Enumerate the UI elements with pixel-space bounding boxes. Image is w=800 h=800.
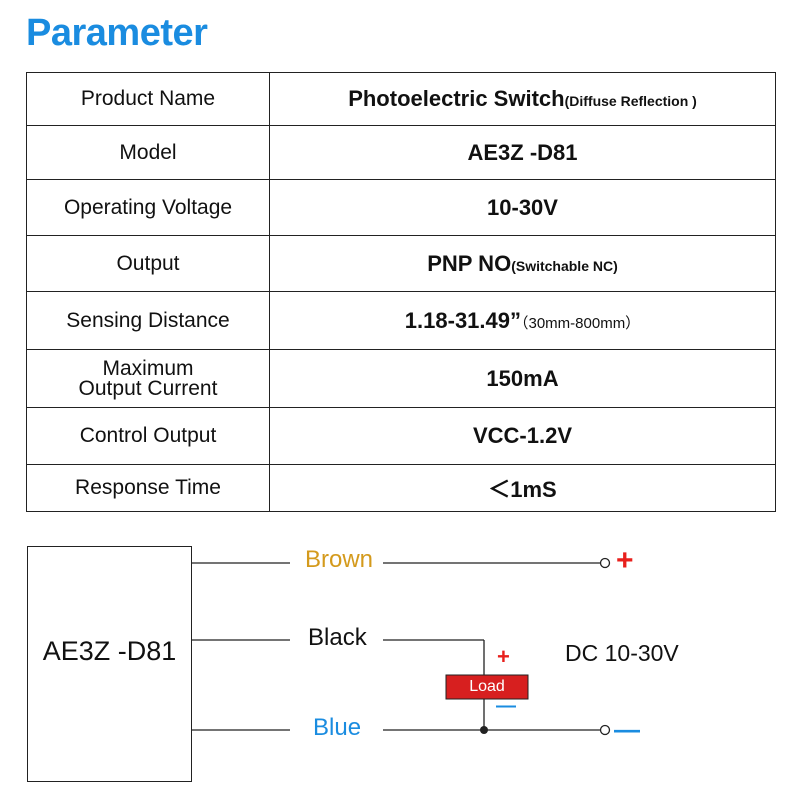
table-row: Control Output VCC-1.2V — [26, 407, 776, 465]
label-line-1: Maximum — [102, 356, 194, 380]
row-label: Model — [26, 125, 270, 180]
negative-terminal — [599, 724, 611, 736]
response-time-value: ＜1mS — [269, 464, 776, 512]
blue-wire-label: Blue — [313, 714, 362, 741]
output-value: PNP NO — [427, 250, 512, 276]
parameter-table: Product Name Photoelectric Switch(Diffus… — [26, 72, 776, 512]
sensing-distance-value: 1.18-31.49” — [404, 307, 521, 333]
voltage-value: 10-30V — [269, 179, 776, 236]
brown-wire-label: Brown — [305, 546, 374, 573]
row-label: Product Name — [26, 72, 270, 126]
control-output-value: VCC-1.2V — [269, 407, 776, 465]
product-name-note: (Diffuse Reflection ) — [564, 93, 697, 109]
table-row: Model AE3Z -D81 — [26, 125, 776, 180]
row-value: Photoelectric Switch(Diffuse Reflection … — [269, 72, 776, 126]
row-label: Maximum Output Current — [26, 349, 270, 408]
supply-minus-icon: — — [614, 714, 640, 744]
load-plus-icon: + — [497, 644, 510, 669]
sensor-box — [27, 546, 192, 782]
product-name-value: Photoelectric Switch — [348, 86, 565, 111]
table-row: Maximum Output Current 150mA — [26, 349, 776, 408]
table-row: Output PNP NO(Switchable NC) — [26, 235, 776, 292]
output-note: (Switchable NC) — [511, 257, 618, 274]
row-value: 1.18-31.49”（30mm-800mm） — [269, 291, 776, 350]
table-row: Product Name Photoelectric Switch(Diffus… — [26, 72, 776, 126]
row-label: Response Time — [26, 464, 270, 512]
table-row: Response Time ＜1mS — [26, 464, 776, 512]
label-line-2: Output Current — [78, 376, 218, 400]
row-label: Operating Voltage — [26, 179, 270, 236]
table-row: Operating Voltage 10-30V — [26, 179, 776, 236]
black-wire-label: Black — [308, 624, 367, 651]
row-label: Control Output — [26, 407, 270, 465]
load-box — [445, 674, 529, 700]
supply-plus-icon: + — [616, 544, 634, 577]
load-minus-icon: — — [496, 695, 516, 717]
row-value: PNP NO(Switchable NC) — [269, 235, 776, 292]
junction-dot — [480, 726, 488, 734]
model-value: AE3Z -D81 — [269, 125, 776, 180]
page-title: Parameter — [26, 12, 208, 54]
sensor-model-label: AE3Z -D81 — [42, 636, 177, 666]
sensing-distance-note: （30mm-800mm） — [521, 314, 641, 332]
positive-terminal — [599, 557, 611, 569]
load-label: Load — [469, 678, 505, 695]
table-row: Sensing Distance 1.18-31.49”（30mm-800mm） — [26, 291, 776, 350]
max-current-value: 150mA — [269, 349, 776, 408]
supply-voltage-label: DC 10-30V — [565, 640, 679, 666]
row-label: Output — [26, 235, 270, 292]
